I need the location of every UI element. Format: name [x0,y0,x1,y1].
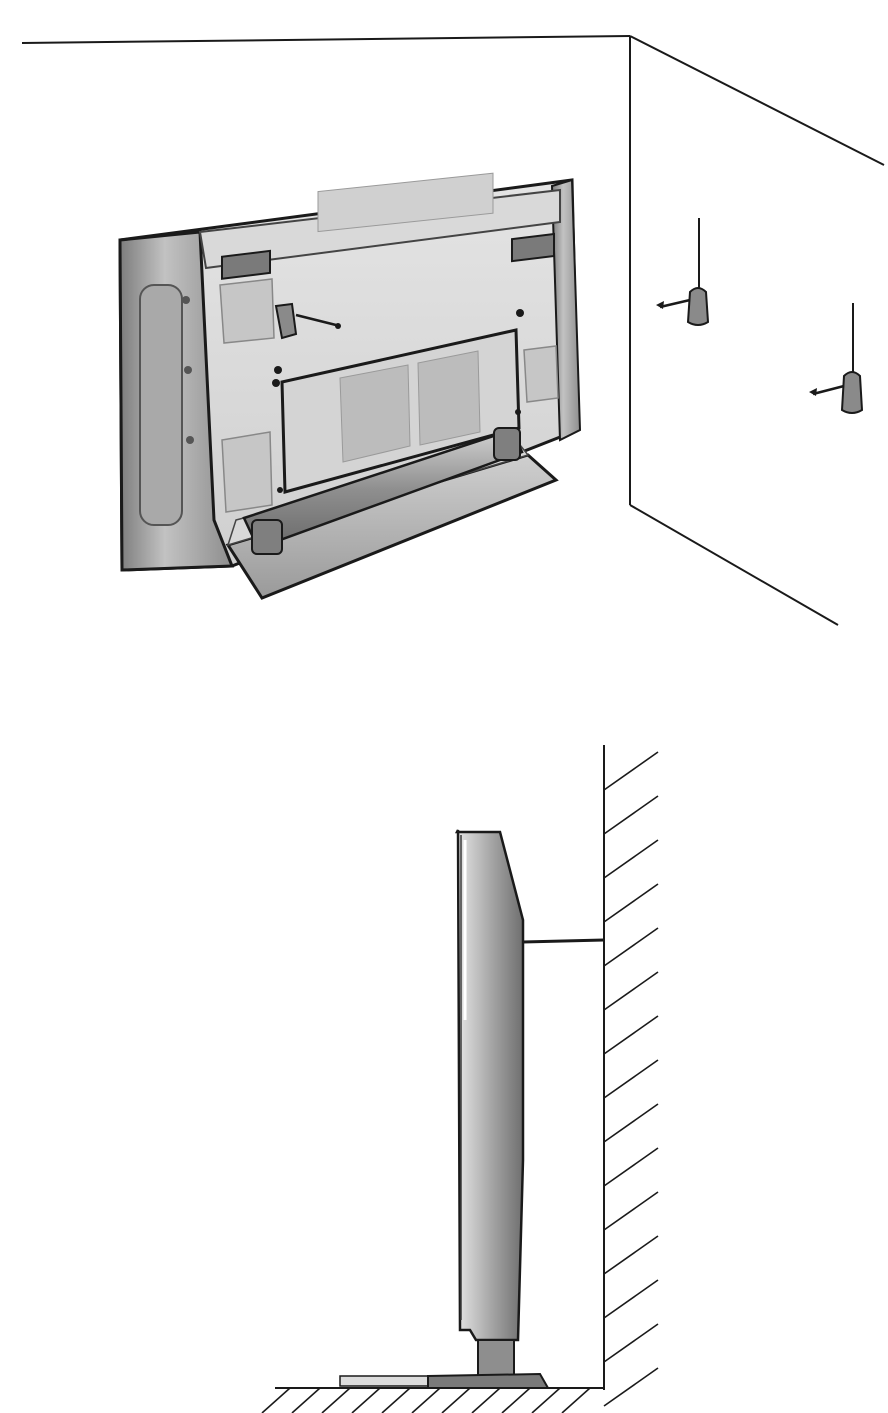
floor-hatch-line [261,1387,291,1413]
floor-hatch-line [381,1387,411,1413]
wall-hatch-line [603,1235,659,1275]
wall-hatch-line [603,839,659,879]
wall-hatch-line [603,1191,659,1231]
wall-hatch-line [603,971,659,1011]
side-view-figure [0,700,888,1413]
wall-hatch-line [603,1323,659,1363]
floor-hatch-line [501,1387,531,1413]
floor-hatch-line [351,1387,381,1413]
floor-hatch-line [471,1387,501,1413]
room-corner-lines [21,35,885,626]
rear-view-illustration [21,35,885,626]
wall-hatch-lines [603,751,659,1407]
floor-hatch-line [291,1387,321,1413]
wall-hatch-line [603,1015,659,1055]
wall-hatch-line [603,1103,659,1143]
floor-hatch-line [321,1387,351,1413]
wall-hatch-line [603,1059,659,1099]
floor-hatch-line [561,1387,591,1413]
wall-bracket-left [656,218,710,326]
wall-hatch-line [603,1147,659,1187]
floor-hatch-lines [261,1387,591,1413]
wall-bracket-right [809,303,864,414]
floor-hatch-line [411,1387,441,1413]
wall-hatch-line [603,751,659,791]
floor-hatch-line [531,1387,561,1413]
side-view-illustration [261,745,659,1413]
rear-view-figure [0,0,888,640]
wall-hatch-line [603,927,659,967]
wall-hatch-line [603,1279,659,1319]
wall-hatch-line [603,883,659,923]
wall-hatch-line [603,795,659,835]
tv-stand [225,427,559,600]
floor-hatch-line [441,1387,471,1413]
tv-side-profile [339,829,550,1389]
wall-hatch-line [603,1367,659,1407]
securing-cord [522,938,605,944]
